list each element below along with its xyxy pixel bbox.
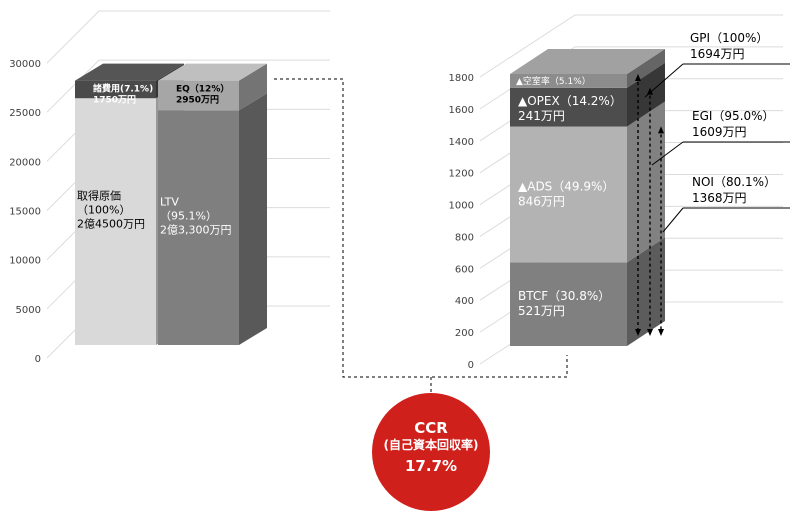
bar-label: ▲OPEX（14.2%）241万円: [518, 94, 622, 123]
bar-label-line: ▲ADS（49.9%）: [518, 179, 614, 193]
bar-label-line: 1750万円: [93, 95, 136, 106]
bar-label: ▲ADS（49.9%）846万円: [518, 179, 614, 208]
arrow-head: [647, 87, 653, 95]
annotation-label-line: GPI（100%）: [690, 31, 768, 45]
annotation-label-line: 1694万円: [690, 47, 745, 61]
annotation-label: EGI（95.0%） 1609万円: [692, 109, 775, 139]
y-tick-label: 5000: [16, 305, 41, 316]
y-tick-label: 800: [455, 232, 474, 243]
ccr-badge: CCR (自己資本回収率) 17.7%: [372, 393, 490, 511]
y-tick-label: 10000: [9, 256, 41, 267]
left-chart: 0 5000 10000 15000 20000 25000 30000 取得原価（100%）…: [9, 10, 330, 365]
gridline: [46, 10, 330, 64]
bar-label: 諸費用(7.1%)1750万円: [93, 83, 153, 106]
bar-label-line: （95.1%）: [160, 210, 217, 223]
bar-segment: [158, 80, 239, 111]
y-tick-label: 1400: [449, 137, 474, 148]
y-tick-label: 1800: [449, 73, 474, 84]
ccr-subtitle: (自己資本回収率): [383, 438, 479, 452]
annotation-label-line: 1368万円: [692, 191, 747, 205]
bar-label-line: ▲空室率（5.1%）: [516, 75, 591, 87]
ccr-title: CCR: [414, 419, 448, 437]
ccr-value: 17.7%: [404, 457, 458, 475]
bar-side: [239, 93, 267, 345]
bar-label-line: BTCF（30.8%）: [518, 289, 610, 303]
y-tick-label: 1200: [449, 169, 474, 180]
bar-label-line: 2億3,300万円: [160, 224, 232, 237]
bar-label-line: 846万円: [518, 194, 565, 208]
bar-label-line: EQ（12%）: [176, 84, 229, 95]
arrow-head: [635, 329, 641, 336]
bar-label: 取得原価（100%）2億4500万円: [77, 190, 145, 231]
bar-segment: [75, 80, 156, 99]
bar-label-line: 諸費用(7.1%): [93, 83, 153, 95]
bar-label-line: 241万円: [518, 109, 565, 123]
y-tick-label: 20000: [9, 157, 41, 168]
y-tick-label: 15000: [9, 207, 41, 218]
gridline: [46, 59, 330, 113]
arrow-head: [658, 329, 664, 336]
connector-line: [274, 78, 568, 378]
annotation-label: NOI（80.1%） 1368万円: [692, 175, 776, 205]
bar-segment: [510, 126, 627, 263]
bar-label: EQ（12%）2950万円: [176, 84, 229, 106]
y-tick-label: 600: [455, 264, 474, 275]
bar-side: [239, 63, 267, 111]
bar-segment: [510, 87, 627, 127]
bar-label-line: LTV: [160, 196, 179, 209]
bar-top: [75, 63, 184, 81]
arrow-head: [647, 329, 653, 336]
bar-segment: [510, 74, 627, 88]
y-tick-label: 0: [35, 354, 41, 365]
bar-segment: [510, 262, 627, 346]
bar-side: [627, 101, 665, 263]
y-tick-label: 30000: [9, 59, 41, 70]
bar-label-line: 取得原価: [77, 190, 121, 203]
bar-top: [510, 49, 665, 74]
gridline: [479, 14, 783, 78]
y-tick-label: 1000: [449, 201, 474, 212]
bar-label-line: （100%）: [77, 204, 130, 217]
bar-top: [158, 63, 267, 81]
bar-label-line: ▲OPEX（14.2%）: [518, 94, 622, 108]
arrow-head: [658, 126, 664, 134]
bar-label-line: 2950万円: [176, 95, 219, 106]
bar-side: [627, 237, 665, 346]
annotation-label-line: EGI（95.0%）: [692, 109, 775, 123]
callout-line: [662, 207, 684, 233]
bar-label-line: 521万円: [518, 304, 565, 318]
y-tick-label: 0: [468, 360, 474, 371]
bar-segment: [158, 110, 239, 345]
connector-lines: [274, 78, 568, 394]
bar-side: [627, 62, 665, 127]
bar-segment: [75, 98, 156, 345]
y-tick-label: 200: [455, 328, 474, 339]
annotation-label-line: NOI（80.1%）: [692, 175, 776, 189]
bar-label-line: 2億4500万円: [77, 218, 145, 231]
y-tick-label: 400: [455, 296, 474, 307]
arrow-head: [635, 74, 641, 81]
annotation-label: GPI（100%） 1694万円: [690, 31, 768, 61]
y-tick-label: 25000: [9, 108, 41, 119]
y-tick-label: 1600: [449, 105, 474, 116]
right-chart: 0 200 400 600 800 1000 1200 1400 1600 1800BTCF（30…: [449, 14, 790, 371]
bar-label: LTV（95.1%）2億3,300万円: [160, 196, 232, 237]
bar-label: BTCF（30.8%）521万円: [518, 289, 610, 318]
annotation-label-line: 1609万円: [692, 125, 747, 139]
bar-label: ▲空室率（5.1%）: [516, 75, 591, 87]
callout-line: [644, 63, 684, 98]
callout-line: [651, 141, 684, 166]
